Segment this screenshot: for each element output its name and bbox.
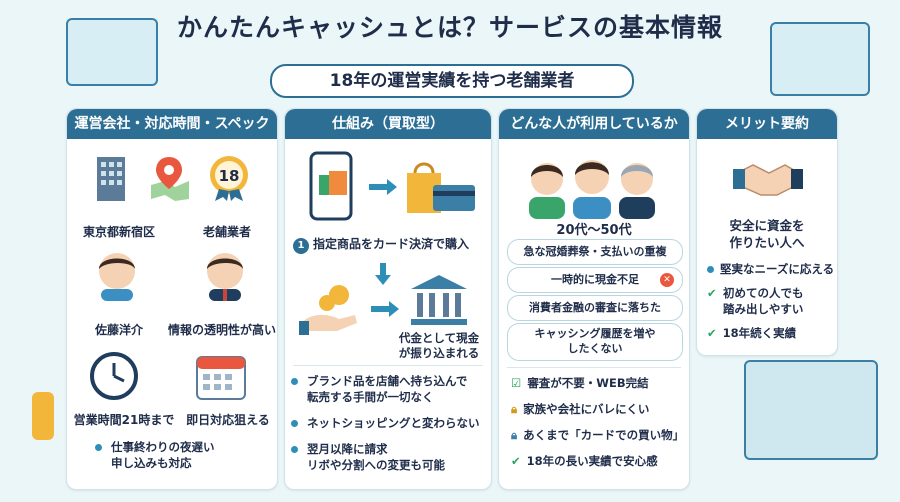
mechanism-panel: 仕組み（買取型） 1 指定商品をカード決済で購入 代金として現金が振り込まれる ブ… <box>284 108 492 490</box>
purchase-step: 1 指定商品をカード決済で購入 <box>293 235 469 254</box>
late-night-note: 仕事終わりの夜遅い申し込みも対応 <box>95 439 215 471</box>
browser-illustration-right <box>770 22 870 96</box>
close-icon: ✕ <box>660 273 674 287</box>
users-group-illustration <box>529 160 655 219</box>
check-icon: ✔ <box>707 286 717 300</box>
reason-pill-1: 急な冠婚葬祭・支払いの重複 <box>507 239 683 265</box>
feature-check-2: 🔒︎家族や会社にバレにくい <box>511 402 650 416</box>
badge-18-icon: 18 <box>210 156 248 201</box>
arrow-right-icon-2 <box>371 301 399 317</box>
mechanism-header: 仕組み（買取型） <box>285 109 491 139</box>
representative-name-label: 佐藤洋介 <box>94 323 143 337</box>
merit-summary-header: メリット要約 <box>697 109 837 139</box>
reason-pill-3: 消費者金融の審査に落ちた <box>507 295 683 321</box>
established-label: 老舗業者 <box>202 225 251 239</box>
laptop-illustration <box>744 360 878 460</box>
mechanism-bullet-1: ブランド品を店舗へ持ち込んで転売する手間が一切なく <box>291 373 467 405</box>
cash-transfer-step: 代金として現金が振り込まれる <box>398 331 480 360</box>
business-hours-label: 営業時間21時まで <box>73 413 175 427</box>
transparency-label: 情報の透明性が高い <box>167 323 276 337</box>
businessman-avatar <box>207 253 243 301</box>
smartphone-shopping-icon <box>309 151 353 221</box>
company-spec-header: 運営会社・対応時間・スペック <box>67 109 277 139</box>
badge-18-text: 18 <box>219 167 240 185</box>
users-header: どんな人が利用しているか <box>499 109 689 139</box>
merit-point-2: ✔ 初めての人でも踏み出しやすい <box>707 286 804 316</box>
location-label: 東京都新宿区 <box>82 225 155 239</box>
mechanism-bullet-2: ネットショッピングと変わらない <box>291 415 480 431</box>
checkbox-icon: ☑ <box>511 376 522 390</box>
bank-icon <box>411 275 467 325</box>
divider <box>293 365 483 366</box>
feature-check-3: 🔒︎あくまで「カードでの買い物」 <box>511 428 685 442</box>
calendar-icon <box>196 356 246 400</box>
page-subtitle: 18年の運営実績を持つ老舗業者 <box>270 64 634 98</box>
feature-check-4: ✔18年の長い実績で安心感 <box>511 454 658 468</box>
same-day-label: 即日対応狙える <box>186 413 270 427</box>
browser-illustration-left <box>66 18 158 86</box>
bag-and-card-icon <box>407 162 475 213</box>
users-panel: どんな人が利用しているか 20代〜50代 急な冠婚葬祭・支払いの重複 一時的に現… <box>498 108 690 490</box>
lock-icon-2: 🔒︎ <box>511 428 518 442</box>
hand-coin-icon <box>299 285 357 335</box>
age-range-label: 20代〜50代 <box>556 223 632 238</box>
merit-point-1: 堅実なニーズに応える <box>707 261 834 277</box>
representative-avatar <box>99 253 135 301</box>
arrow-right-icon <box>369 179 397 195</box>
lock-icon: 🔒︎ <box>511 402 518 416</box>
divider-2 <box>507 367 681 368</box>
clock-icon <box>90 352 138 400</box>
purchase-step-text: 指定商品をカード決済で購入 <box>313 237 470 251</box>
company-spec-panel: 運営会社・対応時間・スペック 18 東京都新宿区 老舗業者 佐藤洋介 情報の透明… <box>66 108 278 490</box>
feature-check-1: ☑審査が不要・WEB完結 <box>511 376 649 390</box>
merit-lead-text: 安全に資金を作りたい人へ <box>729 218 805 250</box>
building-icon <box>97 157 125 201</box>
shield-check-icon: ✔ <box>511 454 521 468</box>
reason-pill-2: 一時的に現金不足 ✕ <box>507 267 683 293</box>
mechanism-bullet-3: 翌月以降に請求リボや分割への変更も可能 <box>291 441 445 473</box>
coin-stack-illustration <box>32 392 54 440</box>
handshake-icon <box>733 164 803 196</box>
merit-point-3: ✔18年続く実績 <box>707 326 797 340</box>
arrow-down-icon <box>375 263 391 285</box>
reason-pill-4: キャッシング履歴を増やしたくない <box>507 323 683 361</box>
step-number-badge: 1 <box>293 238 309 254</box>
merit-summary-panel: メリット要約 安全に資金を作りたい人へ 堅実なニーズに応える ✔ 初めての人でも… <box>696 108 838 356</box>
bullet-dot-icon <box>707 266 714 273</box>
map-pin-icon <box>151 157 189 201</box>
check-icon-2: ✔ <box>707 326 717 340</box>
page-title: かんたんキャッシュとは？サービスの基本情報 <box>176 13 723 42</box>
